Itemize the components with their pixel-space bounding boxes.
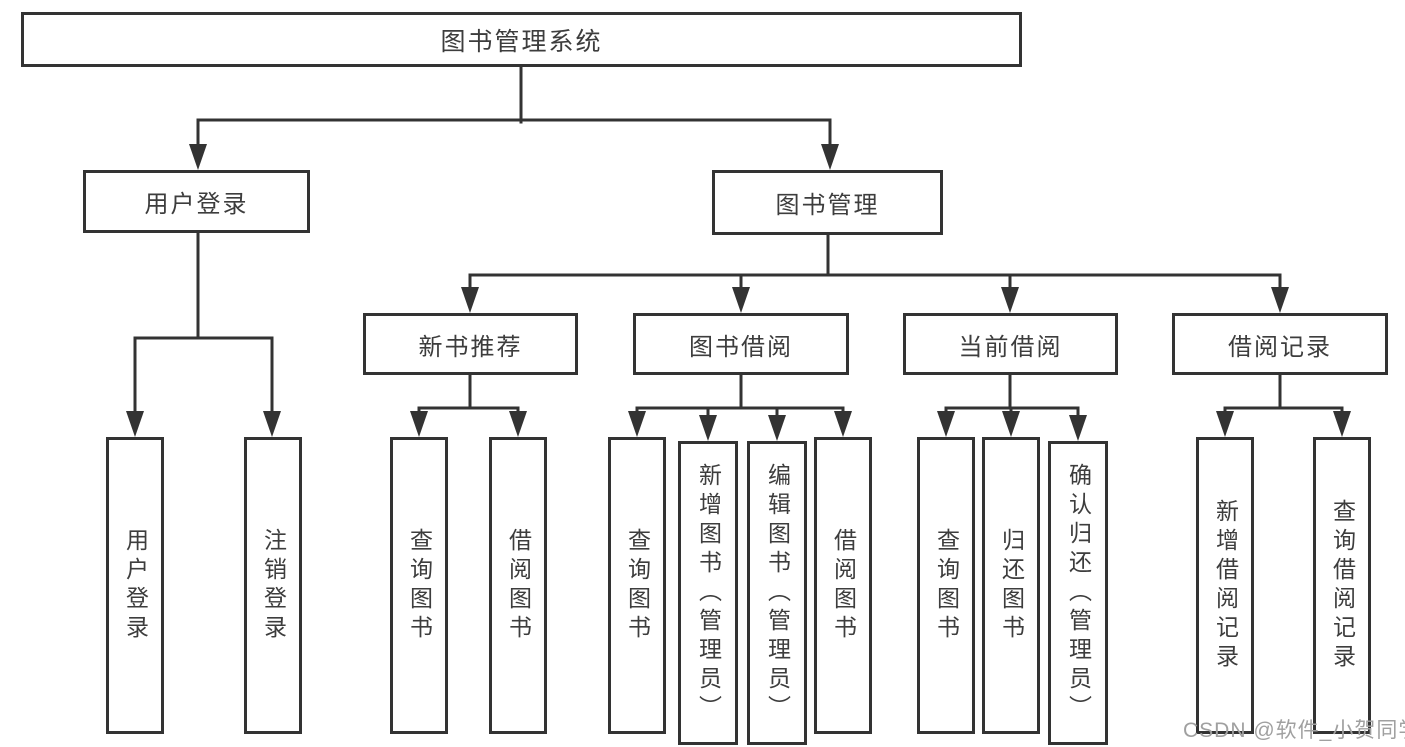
leaf-newbook-query-books: 查询图书 [390,437,448,734]
leaf-records-query-record: 查询借阅记录 [1313,437,1371,734]
node-book-management: 图书管理 [712,170,943,235]
node-root: 图书管理系统 [21,12,1022,67]
leaf-borrow-borrow-books: 借阅图书 [814,437,872,734]
leaf-records-add-record: 新增借阅记录 [1196,437,1254,734]
connector-root-branches [133,65,1344,421]
arrowheads [126,144,1351,441]
node-borrow-records: 借阅记录 [1172,313,1388,375]
node-current-borrow: 当前借阅 [903,313,1118,375]
csdn-watermark: CSDN @软件_小贺同学 [1183,719,1405,742]
leaf-current-confirm-return-admin: 确认归还（管理员） [1048,441,1108,745]
leaf-borrow-query-books: 查询图书 [608,437,666,734]
leaf-current-return-books: 归还图书 [982,437,1040,734]
leaf-borrow-edit-books-admin: 编辑图书（管理员） [747,441,807,745]
leaf-newbook-borrow-books: 借阅图书 [489,437,547,734]
node-book-borrow: 图书借阅 [633,313,849,375]
node-new-book-recommend: 新书推荐 [363,313,578,375]
leaf-user-login: 用户登录 [106,437,164,734]
leaf-logout: 注销登录 [244,437,302,734]
leaf-borrow-add-books-admin: 新增图书（管理员） [678,441,738,745]
leaf-current-query-books: 查询图书 [917,437,975,734]
node-user-login: 用户登录 [83,170,310,233]
